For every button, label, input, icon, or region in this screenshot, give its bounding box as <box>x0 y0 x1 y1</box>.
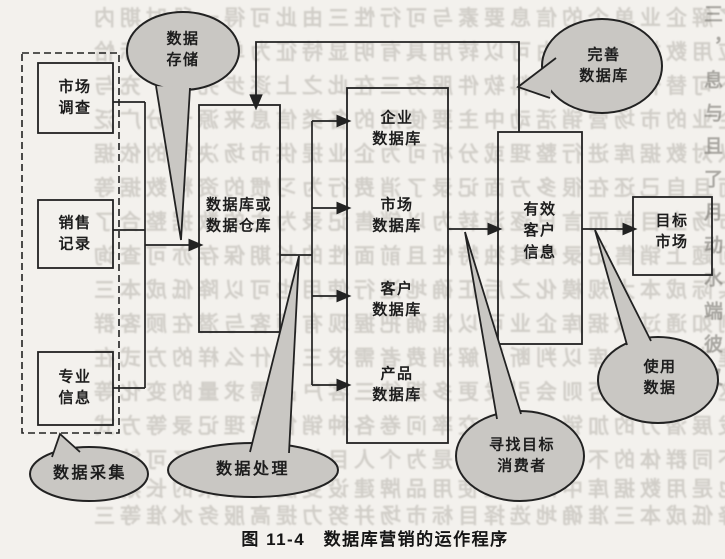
callout-data-collection-bubble <box>29 446 149 502</box>
enterprise-db-label: 企业 数据库 <box>372 109 422 148</box>
product-db-label: 产品 数据库 <box>372 365 422 404</box>
use-data-label: 使用 数据 <box>643 358 677 397</box>
warehouse-label: 数据库或 数据仓库 <box>205 196 273 235</box>
callout-improve-database-bubble <box>541 18 663 114</box>
find-target-consumers-label: 寻找目标 消费者 <box>488 436 556 475</box>
callout-use-data-pointer <box>594 229 652 346</box>
data-collection-label: 数据采集 <box>52 465 128 482</box>
callout-use-data-bubble <box>597 336 719 424</box>
warehouse-box <box>198 104 281 333</box>
callout-data-storage-pointer <box>155 85 191 241</box>
market-survey-label: 市场 调查 <box>58 78 92 117</box>
data-storage-label: 数据 存储 <box>166 30 200 69</box>
callout-find-target-consumers-pointer <box>464 231 522 420</box>
effective-customer-info-label: 有效 客户 信息 <box>523 201 557 261</box>
data-collection-group-frame <box>21 52 120 434</box>
target-market-box <box>632 196 713 276</box>
figure-caption: 图 11-4 数据库营销的运作程序 <box>241 530 509 549</box>
market-db-label: 市场 数据库 <box>372 196 422 235</box>
improve-database-label: 完善 数据库 <box>579 46 629 85</box>
professional-info-label: 专业 信息 <box>58 368 92 407</box>
target-market-label: 目标 市场 <box>655 212 689 251</box>
customer-db-label: 客户 数据库 <box>372 280 422 319</box>
sales-records-label: 销售 记录 <box>58 214 92 253</box>
callout-data-processing-pointer <box>249 255 300 454</box>
sales-records-box <box>37 199 114 269</box>
data-processing-label: 数据处理 <box>215 461 291 478</box>
effective-customer-info-box <box>497 131 583 345</box>
callout-data-collection-pointer <box>51 432 81 458</box>
market-survey-box <box>37 62 114 134</box>
databases-box <box>346 87 449 444</box>
callout-improve-database-pointer <box>516 57 557 99</box>
